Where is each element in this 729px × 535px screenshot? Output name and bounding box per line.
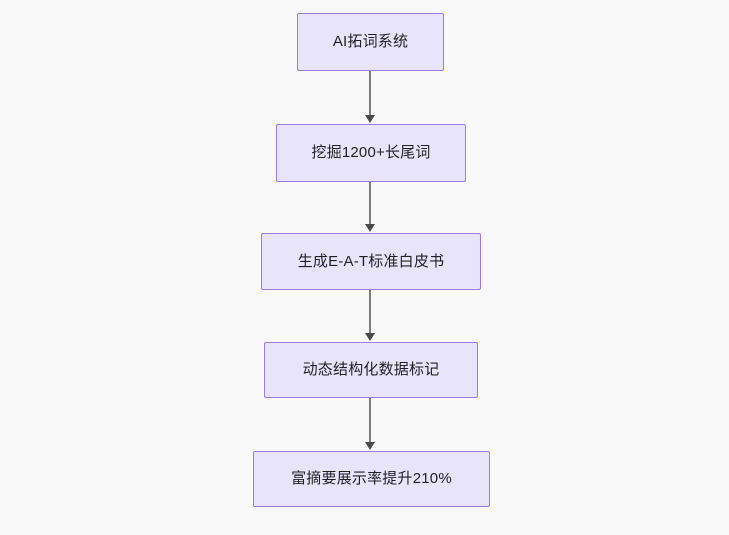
flow-node-label: 富摘要展示率提升210% — [291, 470, 452, 487]
edge-n4-n5 — [369, 398, 371, 442]
flow-node-label: AI拓词系统 — [332, 33, 409, 50]
arrowhead-n1-n2 — [364, 115, 375, 123]
arrowhead-n2-n3 — [364, 224, 375, 232]
flow-node-rich-snippet-result[interactable]: 富摘要展示率提升210% — [253, 451, 490, 507]
flow-node-ai-keyword-system[interactable]: AI拓词系统 — [297, 13, 444, 71]
edge-n1-n2 — [369, 71, 371, 115]
flow-node-structured-data-markup[interactable]: 动态结构化数据标记 — [264, 342, 478, 398]
edge-n2-n3 — [369, 182, 371, 224]
flow-node-eat-whitepaper[interactable]: 生成E-A-T标准白皮书 — [261, 233, 481, 290]
flow-node-label: 动态结构化数据标记 — [302, 361, 440, 378]
flow-node-longtail-mining[interactable]: 挖掘1200+长尾词 — [276, 124, 466, 182]
arrowhead-n4-n5 — [364, 442, 375, 450]
flow-node-label: 挖掘1200+长尾词 — [311, 144, 431, 161]
flow-node-label: 生成E-A-T标准白皮书 — [297, 252, 445, 270]
edge-n3-n4 — [369, 290, 371, 333]
arrowhead-n3-n4 — [364, 333, 375, 341]
